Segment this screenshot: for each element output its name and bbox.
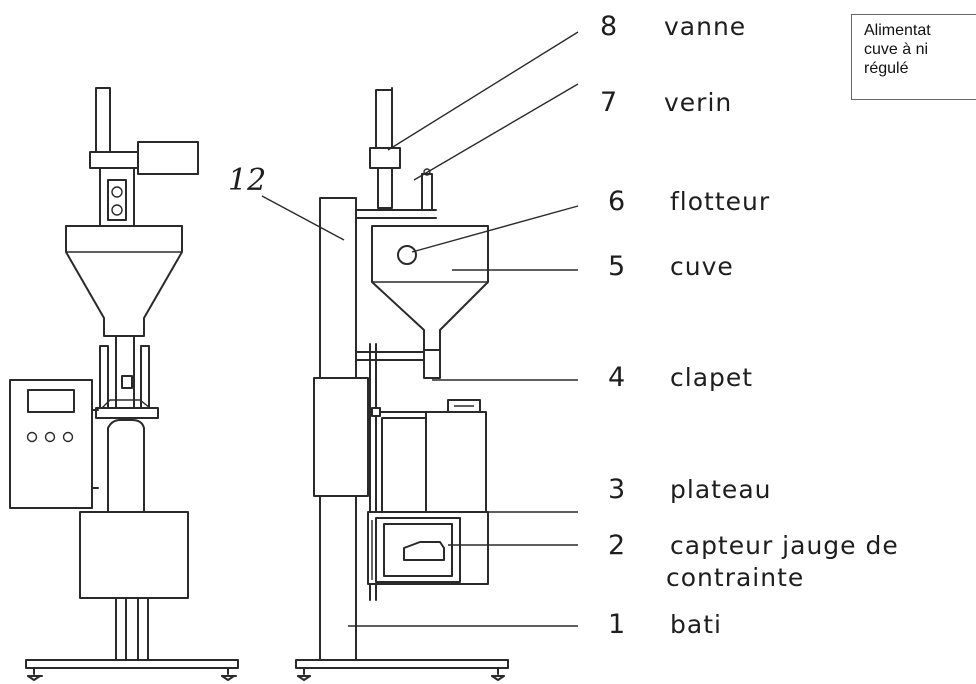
callout-1: 1 bati [608,609,722,640]
callout-3: 3 plateau [608,474,771,505]
front-view-machine [9,87,239,681]
note-line: cuve à ni [864,41,929,58]
callout-number: 8 [600,11,617,42]
callout-number: 2 [608,530,625,561]
callout-8: 8 vanne [600,11,746,42]
callout-label-capteur: capteur jauge de [670,531,899,560]
note-line: régulé [864,60,909,77]
callout-number: 5 [608,251,625,282]
callout-label-bati: bati [670,610,722,639]
leader-6 [411,205,579,253]
callout-number: 3 [608,474,625,505]
callout-7: 7 verin [600,87,732,118]
callout-label-clapet: clapet [670,363,753,392]
callout-label-contrainte: contrainte [666,563,804,592]
callout-5: 5 cuve [608,251,734,282]
callout-label-plateau: plateau [670,475,771,504]
note-line: Alimentat [864,22,931,39]
callout-2: 2 capteur jauge de contrainte [608,530,899,592]
leader-7 [413,83,579,181]
callout-number: 7 [600,87,617,118]
leader-lines [261,31,579,627]
leader-12 [261,195,345,241]
callout-6: 6 flotteur [608,186,770,217]
ref-12-label: 12 [228,163,266,198]
callout-label-verin: verin [664,88,732,117]
callout-4: 4 clapet [608,362,753,393]
callout-number: 4 [608,362,625,393]
callout-number: 1 [608,609,625,640]
callout-label-cuve: cuve [670,252,734,281]
callout-label-flotteur: flotteur [670,187,770,216]
leader-8 [387,31,579,151]
callout-number: 6 [608,186,625,217]
side-view-machine [295,87,509,681]
callout-label-vanne: vanne [664,12,746,41]
note-box: Alimentat cuve à ni régulé [851,14,976,100]
